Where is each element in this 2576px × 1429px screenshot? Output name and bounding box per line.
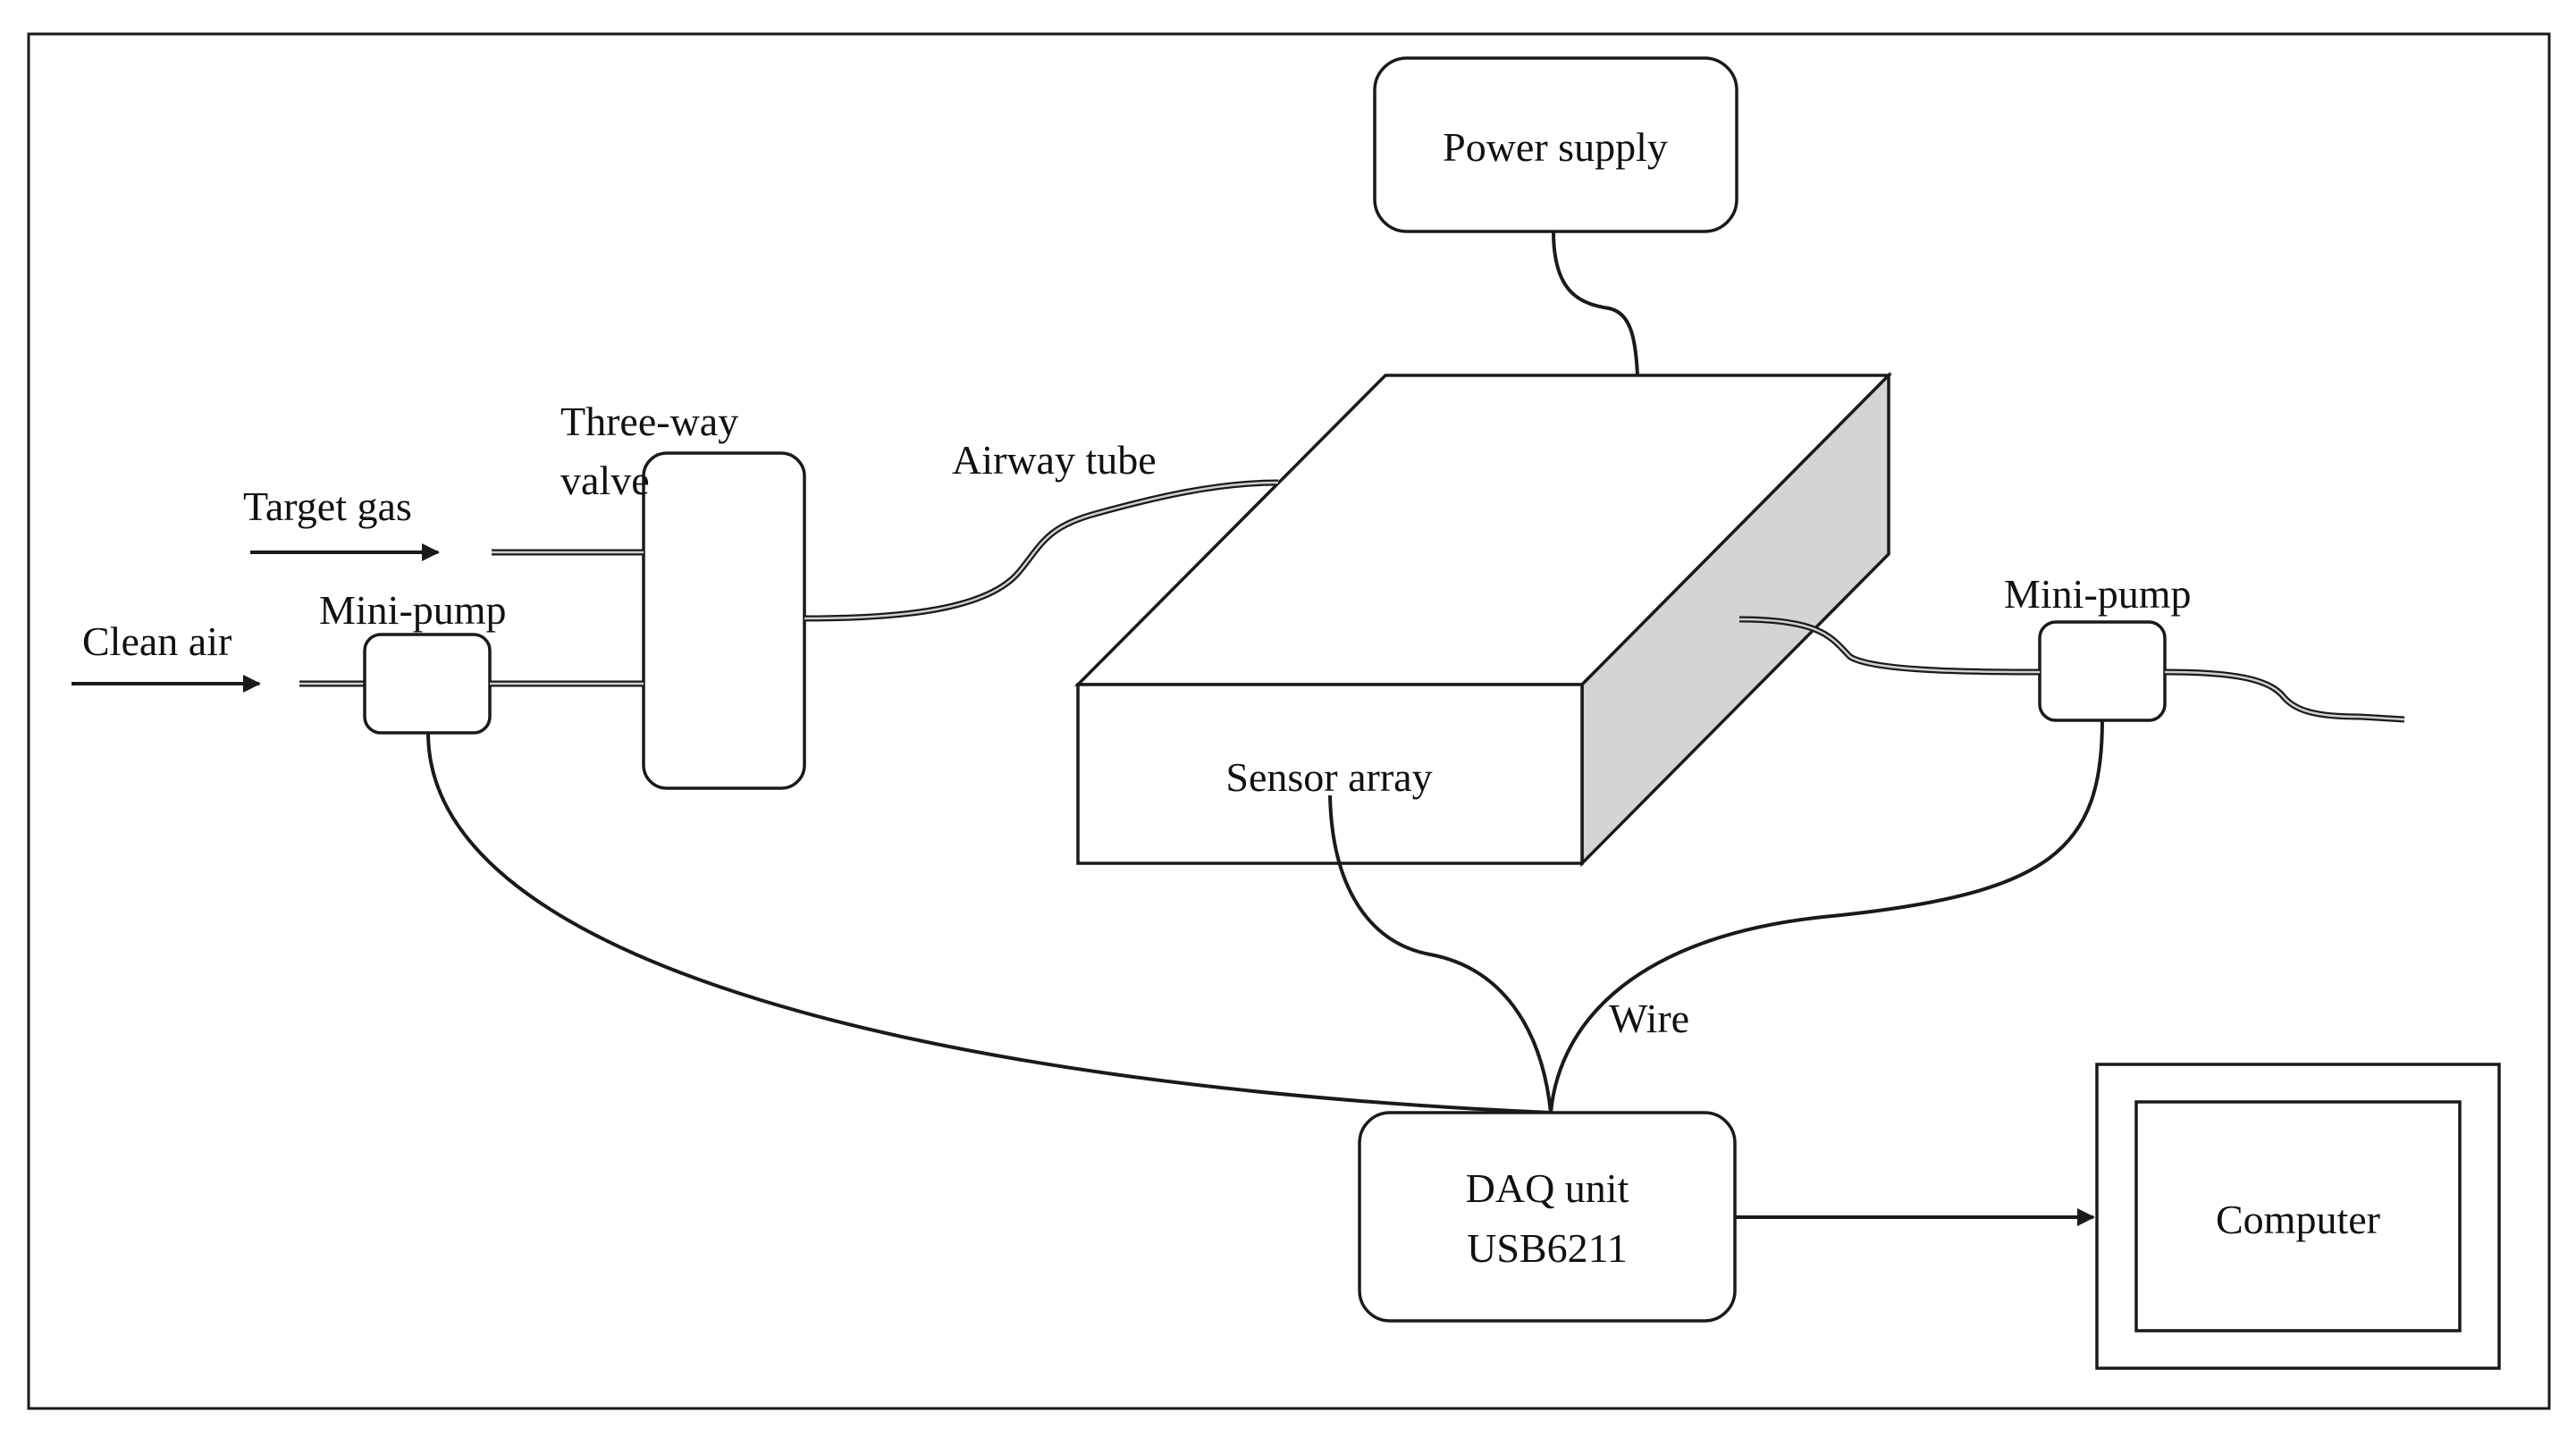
right-mini-pump-label: Mini-pump	[2004, 571, 2192, 617]
three-way-valve-box	[642, 451, 806, 790]
outlet-tube-out	[2164, 668, 2405, 723]
power-supply-label: Power supply	[1443, 124, 1668, 170]
sensor-array-label: Sensor array	[1225, 754, 1432, 800]
computer-screen-box	[2134, 1100, 2462, 1332]
right-mini-pump-box	[2038, 620, 2167, 722]
three-way-valve-label-line1: Three-way	[560, 399, 738, 444]
airway-tube-label: Airway tube	[952, 437, 1157, 483]
wire-label: Wire	[1609, 996, 1689, 1041]
target-gas-label: Target gas	[243, 483, 412, 529]
left-mini-pump-label: Mini-pump	[319, 587, 507, 633]
wire-right-pump-to-daq	[1549, 719, 2104, 1114]
daq-unit-box	[1358, 1111, 1737, 1323]
sensor-array-front-face	[1076, 683, 1584, 865]
wire-sensor-to-daq	[1328, 794, 1553, 1114]
diagram-frame	[27, 32, 2551, 1410]
daq-unit-label-line1: DAQ unit	[1466, 1165, 1629, 1211]
three-way-valve-label-line2: valve	[560, 458, 650, 503]
daq-unit-label-line2: USB6211	[1467, 1225, 1628, 1271]
clean-air-label: Clean air	[82, 618, 232, 664]
computer-label: Computer	[2216, 1197, 2380, 1242]
power-supply-box	[1373, 56, 1738, 233]
wire-left-pump-to-daq	[426, 732, 1552, 1114]
left-mini-pump-box	[363, 633, 492, 735]
power-wire	[1552, 231, 1639, 376]
